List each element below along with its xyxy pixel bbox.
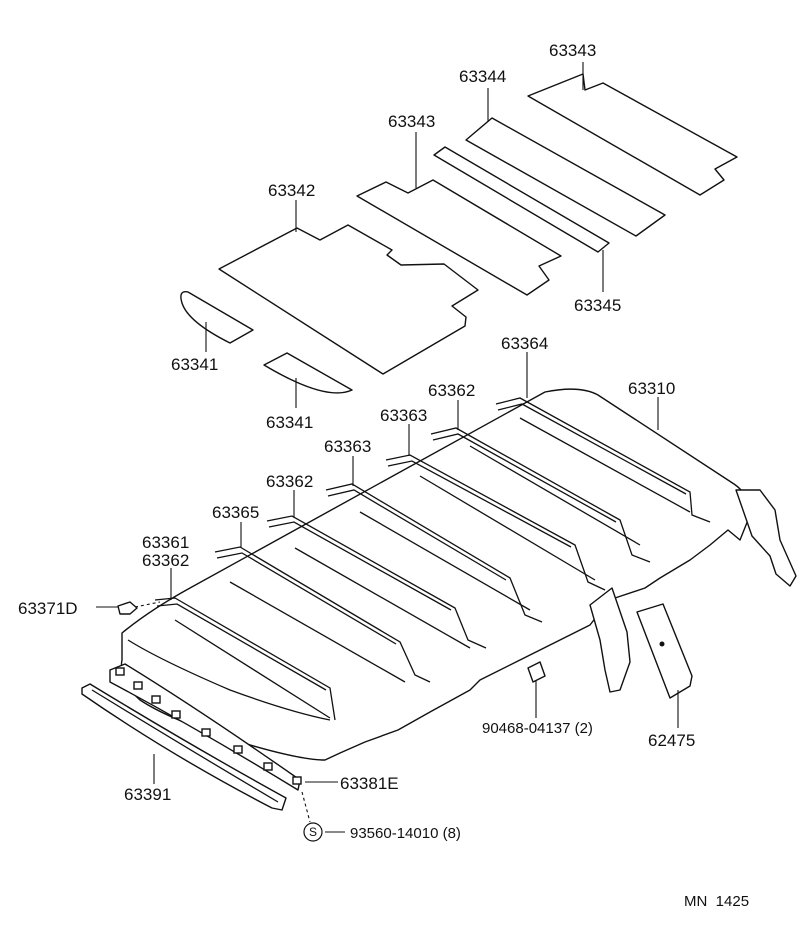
label-63362-a: 63362 xyxy=(428,381,475,400)
rod-63362-b xyxy=(266,515,487,649)
panel-63345 xyxy=(433,146,610,253)
rod-63364 xyxy=(495,397,711,523)
panel-63343-top xyxy=(527,73,738,196)
label-63365: 63365 xyxy=(212,503,259,522)
bracket-62475 xyxy=(636,603,693,699)
label-63343-mid: 63343 xyxy=(388,112,435,131)
label-63362-b: 63362 xyxy=(266,472,313,491)
rod-63362-c xyxy=(154,597,336,721)
label-63341-a: 63341 xyxy=(171,355,218,374)
footer-code: MN 1425 xyxy=(684,893,749,910)
rod-63363-a xyxy=(385,454,606,591)
clip-63371d xyxy=(117,601,138,615)
clip-90468-04137 xyxy=(527,661,546,683)
panel-63343-mid xyxy=(356,179,562,296)
leader-lines xyxy=(96,62,679,833)
label-63310: 63310 xyxy=(628,379,675,398)
weatherstrip-63391 xyxy=(81,683,287,811)
retainer-63381e xyxy=(109,663,302,791)
headliner-63310 xyxy=(120,388,797,761)
label-63391: 63391 xyxy=(124,785,171,804)
label-63371d: 63371D xyxy=(18,599,78,618)
label-63363-b: 63363 xyxy=(324,437,371,456)
label-63344: 63344 xyxy=(459,67,506,86)
label-63362-c: 63362 xyxy=(142,551,189,570)
panel-63341-a xyxy=(180,291,254,344)
label-63342: 63342 xyxy=(268,181,315,200)
screw-symbol-letter: S xyxy=(309,825,317,839)
label-90468-04137: 90468-04137 (2) xyxy=(482,720,593,737)
label-63381e: 63381E xyxy=(340,774,399,793)
rod-63365 xyxy=(214,546,431,683)
panel-63341-b xyxy=(263,352,353,394)
label-63343-top: 63343 xyxy=(549,41,596,60)
panel-63344 xyxy=(465,117,666,237)
label-93560-14010: 93560-14010 (8) xyxy=(350,825,461,842)
screw-symbol-s: S xyxy=(303,822,323,842)
label-63345: 63345 xyxy=(574,296,621,315)
rod-63362-a xyxy=(430,427,651,563)
panel-63342 xyxy=(218,224,479,375)
label-63364: 63364 xyxy=(501,334,548,353)
label-63363-a: 63363 xyxy=(380,406,427,425)
label-63361: 63361 xyxy=(142,533,189,552)
rod-63363-b xyxy=(325,483,543,623)
label-62475: 62475 xyxy=(648,731,695,750)
label-63341-b: 63341 xyxy=(266,413,313,432)
